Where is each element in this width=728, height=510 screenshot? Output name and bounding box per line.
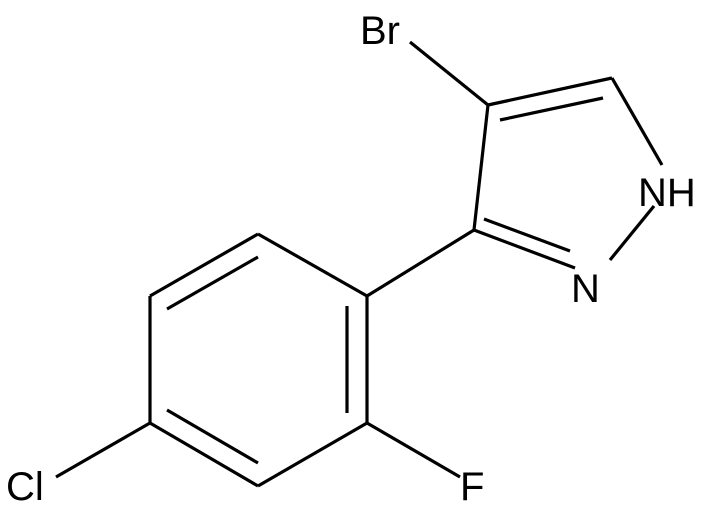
bond-c4-br	[408, 40, 490, 107]
bond-c3-c1prime	[366, 228, 475, 298]
bond-n1-n2	[608, 204, 656, 262]
bond-c4-c5-inner	[499, 96, 604, 122]
bond-c3-c4ar	[149, 421, 259, 488]
bond-c4-c5	[487, 76, 613, 107]
nitrogen-label: N	[571, 267, 600, 311]
bond-c3-c4	[472, 104, 490, 231]
bromine-label: Br	[360, 9, 400, 53]
bond-c3-c4ar-inner	[166, 408, 259, 465]
chlorine-label: Cl	[6, 465, 44, 509]
bond-c5-c6-inner	[166, 255, 259, 311]
bond-c5-n1	[610, 77, 664, 166]
bond-n2-c3-inner	[483, 217, 571, 253]
bond-c5-c6	[149, 232, 259, 298]
bond-c6-c1	[257, 232, 368, 298]
nh-label: NH	[638, 171, 696, 215]
bond-n2-c3	[473, 228, 576, 270]
bond-c4-cl	[55, 421, 151, 479]
fluorine-label: F	[460, 465, 484, 509]
bond-c2-c3	[257, 421, 368, 488]
bond-c2-f	[366, 421, 461, 479]
